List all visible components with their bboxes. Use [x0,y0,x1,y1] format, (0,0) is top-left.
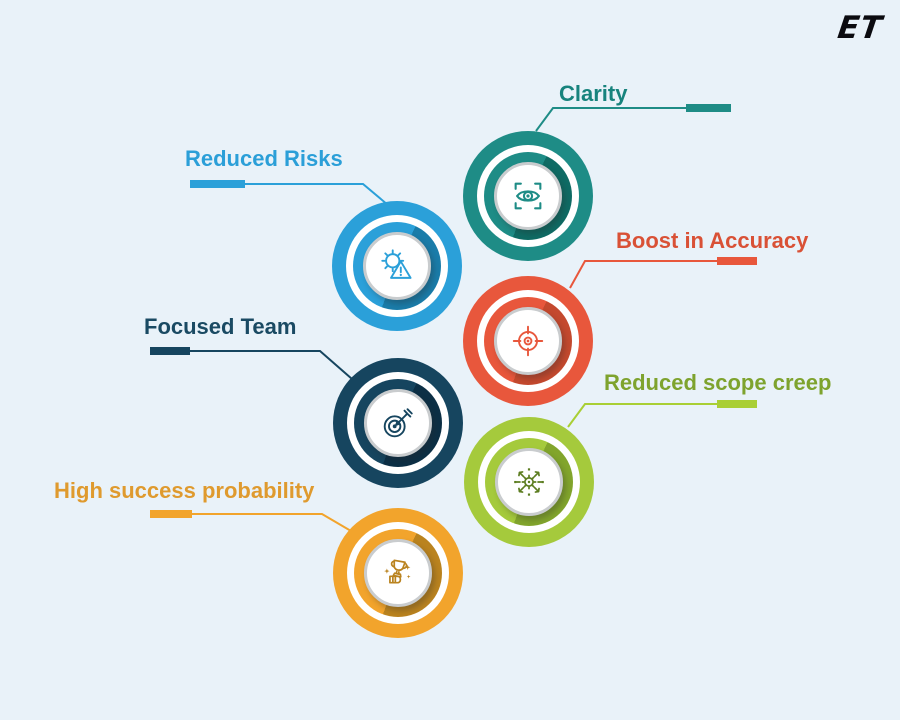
circle-mid-ring [353,222,441,310]
circle-mid-ring [354,379,442,467]
crosshair-target-icon [512,325,544,357]
circle-white-ring [478,431,580,533]
benefit-clarity-circle [463,131,593,261]
circle-white-ring [477,290,579,392]
benefit-reduced-scope-creep-label: Reduced scope creep [604,370,832,395]
trophy-hand-icon [384,559,411,584]
connector-bar [686,104,731,112]
benefit-reduced-risks-circle [332,201,462,331]
connector-bar [150,510,192,518]
benefit-reduced-scope-creep-circle [464,417,594,547]
eye-scan-icon [514,182,542,210]
circle-mid-ring [484,297,572,385]
connector-line [567,403,717,428]
connector-bar [190,180,245,188]
circle-mid-ring [485,438,573,526]
connector-line [192,513,352,532]
benefit-boost-in-accuracy-label: Boost in Accuracy [616,228,809,253]
benefit-focused-team-connector [150,347,353,380]
circle-mid-ring [484,152,572,240]
connector-line [190,350,353,380]
circle-white-ring [347,372,449,474]
connector-bar [717,257,757,265]
connector-bar [150,347,190,355]
benefit-reduced-risks-label: Reduced Risks [185,146,343,171]
benefit-high-success-probability-circle [333,508,463,638]
icon-disc [364,539,432,607]
connector-line [535,107,686,132]
icon-disc [495,448,563,516]
connector-bar [717,400,757,408]
circle-white-ring [347,522,449,624]
gear-warning-icon [381,249,412,279]
benefit-high-success-probability-connector [150,510,352,532]
icon-disc [494,162,562,230]
icon-disc [363,232,431,300]
et-logo: ET [835,10,885,46]
benefit-clarity-connector [535,104,731,132]
connector-line [569,260,717,289]
benefit-boost-in-accuracy-circle [463,276,593,406]
dartboard-arrow-icon [383,408,413,438]
icon-disc [494,307,562,375]
benefit-boost-in-accuracy-connector [569,257,757,289]
benefit-focused-team-label: Focused Team [144,314,297,339]
benefit-reduced-risks-connector [190,180,389,206]
circle-mid-ring [354,529,442,617]
benefit-reduced-scope-creep-connector [567,400,757,428]
gear-expand-arrows-icon [514,468,544,496]
benefit-high-success-probability-label: High success probability [54,478,315,503]
connector-line [245,183,389,206]
icon-disc [364,389,432,457]
benefit-clarity-label: Clarity [559,81,628,106]
circle-white-ring [477,145,579,247]
circle-white-ring [346,215,448,317]
benefit-focused-team-circle [333,358,463,488]
